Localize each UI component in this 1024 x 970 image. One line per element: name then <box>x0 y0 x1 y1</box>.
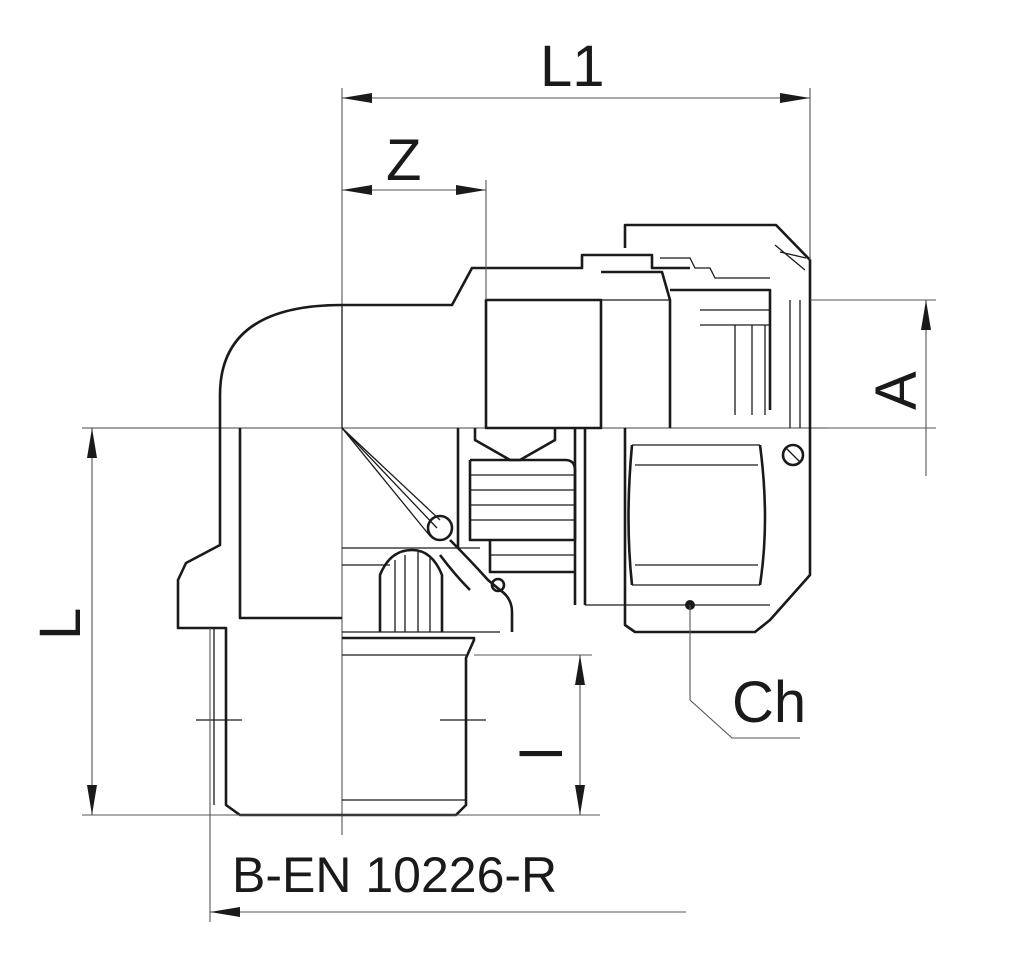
elbow-body <box>176 253 690 630</box>
label-l1: L1 <box>540 34 605 99</box>
compression-nut-upper <box>623 223 812 428</box>
dimension-a <box>810 299 936 476</box>
dimension-z <box>342 180 487 300</box>
dimension-l-small <box>474 654 592 815</box>
label-thread: B-EN 10226-R <box>232 847 557 903</box>
label-l: L <box>28 608 93 640</box>
dimension-l <box>82 428 600 816</box>
male-thread <box>196 626 486 817</box>
label-ch: Ch <box>732 670 806 735</box>
compression-body-upper <box>484 257 772 430</box>
hex-nut-lower <box>623 428 812 634</box>
section-lower <box>341 427 625 633</box>
label-z: Z <box>386 128 421 193</box>
dimension-thread <box>209 628 686 922</box>
label-a: A <box>864 371 929 410</box>
label-l-small: l <box>510 747 575 760</box>
leader-ch <box>689 605 800 739</box>
dimension-l1 <box>341 88 811 300</box>
